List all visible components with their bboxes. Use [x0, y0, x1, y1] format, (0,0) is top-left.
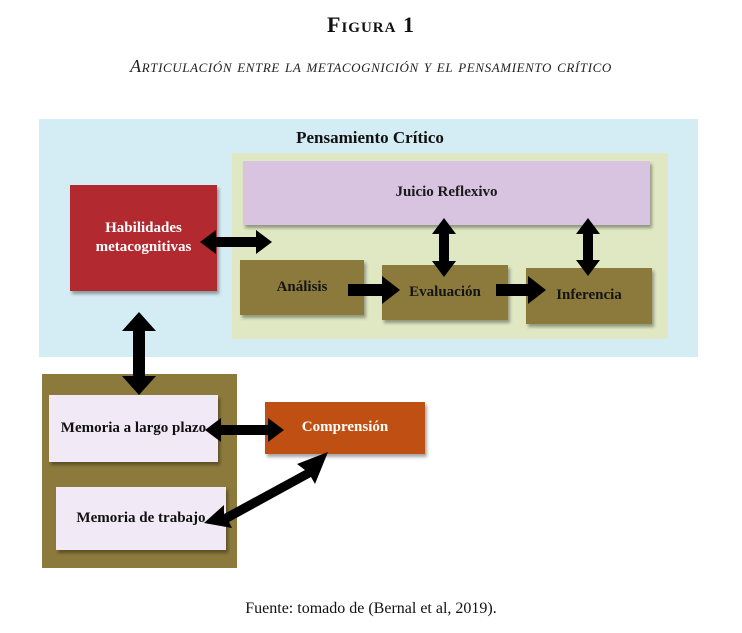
juicio-reflexivo-box: Juicio Reflexivo [243, 161, 650, 225]
habilidades-metacognitivas-box: Habilidades metacognitivas [70, 185, 217, 291]
memoria-largo-plazo-box: Memoria a largo plazo [49, 395, 218, 462]
figure-source: Fuente: tomado de (Bernal et al, 2019). [245, 600, 497, 617]
comprension-box: Comprensión [265, 402, 425, 454]
figure-title: Figura 1 [327, 12, 415, 37]
evaluacion-box: Evaluación [382, 265, 508, 320]
inferencia-box: Inferencia [526, 268, 652, 324]
analisis-box: Análisis [240, 260, 364, 315]
figure-subtitle: Articulación entre la metacognición y el… [130, 56, 612, 76]
memoria-trabajo-box: Memoria de trabajo [56, 487, 226, 550]
critical-thinking-label: Pensamiento Crítico [296, 128, 444, 147]
